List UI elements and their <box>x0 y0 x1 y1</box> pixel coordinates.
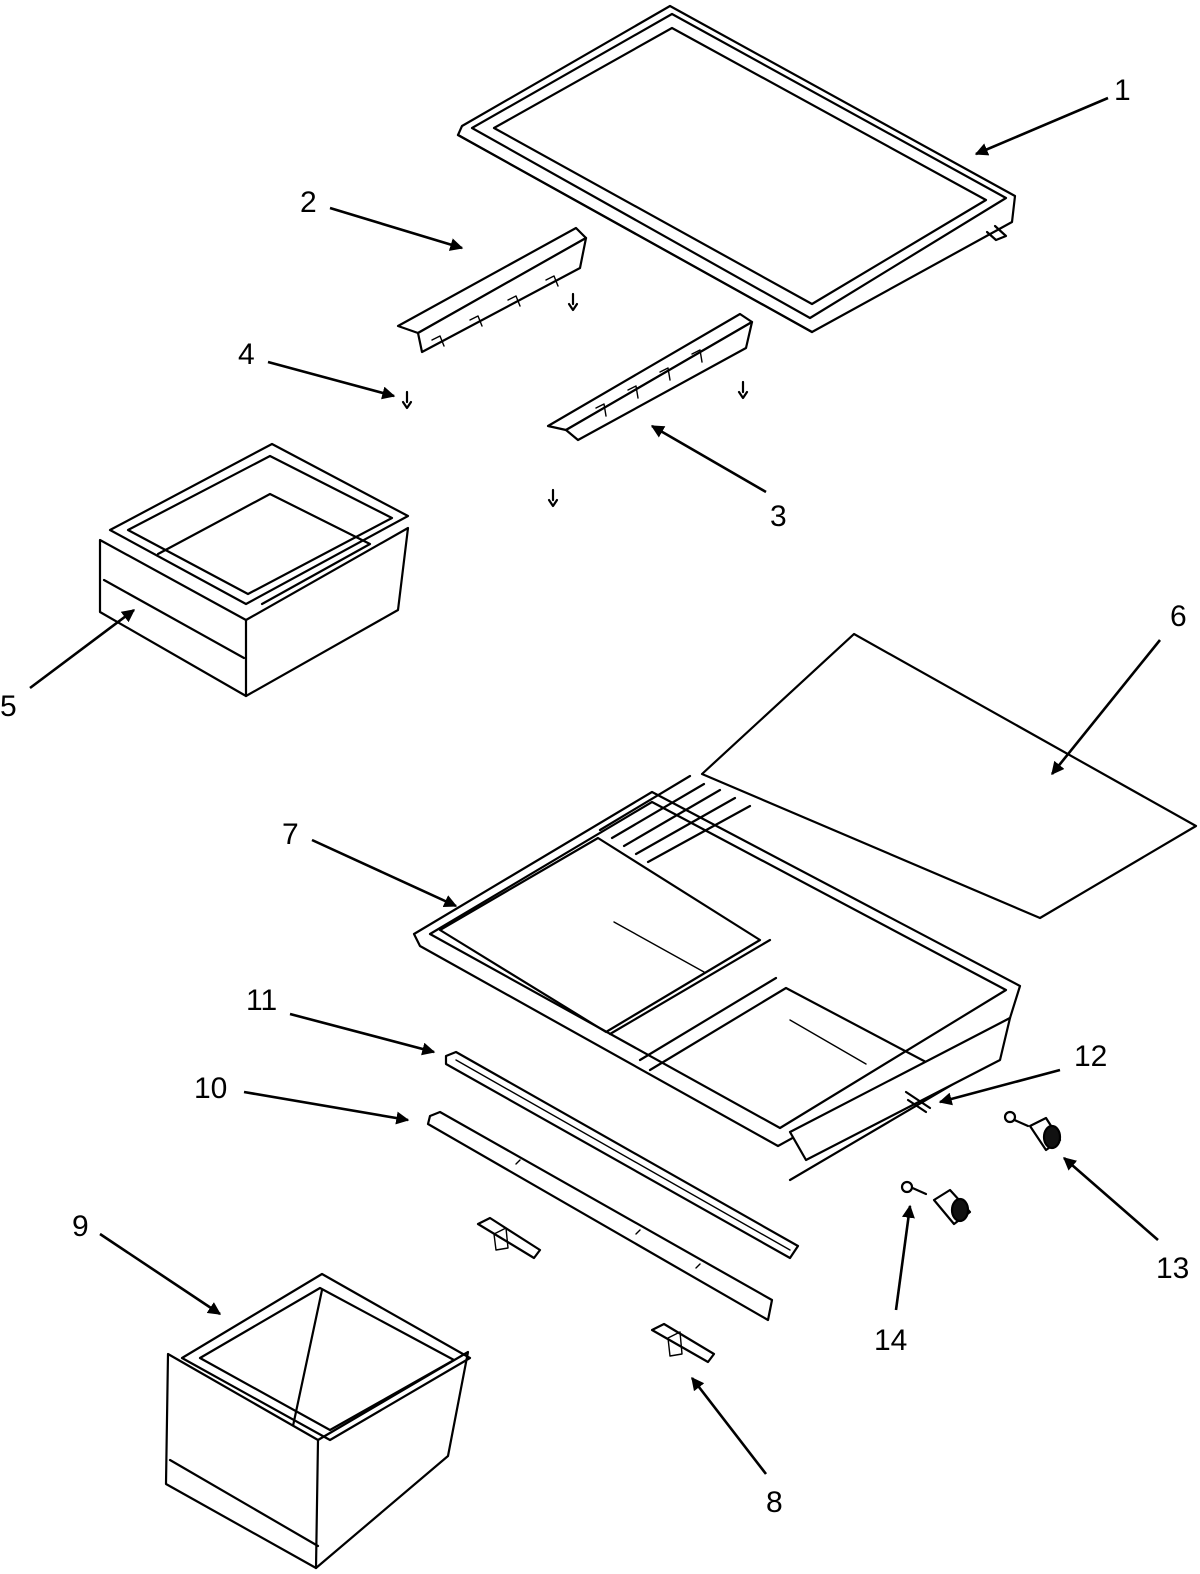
callout-10: 10 <box>194 1072 227 1105</box>
part-5-drawer <box>98 442 410 698</box>
leader-14 <box>894 1204 915 1311</box>
part-6-glass-panel <box>700 632 1198 920</box>
part-11-trim-strip <box>444 1050 800 1260</box>
part-9-deep-drawer <box>164 1272 472 1570</box>
part-4-screws <box>401 292 749 508</box>
callout-7: 7 <box>282 818 299 851</box>
leader-13 <box>1063 1157 1159 1241</box>
leader-1 <box>974 96 1109 156</box>
callout-4: 4 <box>238 338 255 371</box>
part-8-clips <box>476 1216 716 1364</box>
callout-14: 14 <box>874 1324 907 1357</box>
callout-12: 12 <box>1074 1040 1107 1073</box>
callout-2: 2 <box>300 186 317 219</box>
callout-11: 11 <box>246 984 277 1017</box>
leader-12 <box>938 1068 1061 1106</box>
part-1-shelf-frame <box>456 4 1017 334</box>
callout-1: 1 <box>1114 74 1131 107</box>
part-12-slide <box>904 1090 932 1114</box>
leader-11 <box>289 1012 436 1056</box>
callout-13: 13 <box>1156 1252 1189 1285</box>
leader-6 <box>1050 639 1162 776</box>
part-10-rail <box>426 1110 774 1322</box>
leader-4 <box>267 360 396 400</box>
leader-10 <box>243 1090 410 1125</box>
leader-9 <box>99 1232 222 1316</box>
part-2-shelf-support <box>396 226 588 354</box>
leader-7 <box>311 838 458 908</box>
leader-8 <box>690 1376 768 1475</box>
part-7-crisper-cover <box>412 774 1022 1182</box>
leader-3 <box>650 424 767 494</box>
callout-5: 5 <box>0 690 17 723</box>
callout-3: 3 <box>770 500 787 533</box>
leader-arrows <box>29 96 1162 1475</box>
leader-2 <box>329 206 464 251</box>
part-3-shelf-support <box>546 312 754 442</box>
part-14-roller <box>900 1180 972 1226</box>
callout-6: 6 <box>1170 600 1187 633</box>
callout-9: 9 <box>72 1210 89 1243</box>
leader-5 <box>29 608 136 690</box>
callout-labels: 1 2 3 4 5 6 7 8 9 10 11 12 13 14 <box>0 74 1189 1519</box>
callout-8: 8 <box>766 1486 783 1519</box>
part-13-roller <box>1003 1110 1062 1152</box>
